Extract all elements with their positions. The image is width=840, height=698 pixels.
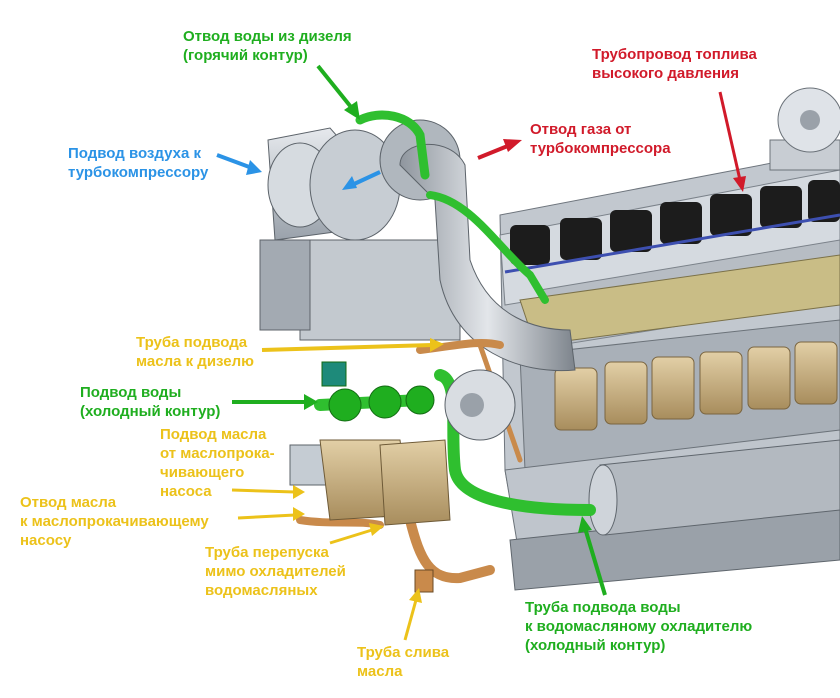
label-water-out-hot: Отвод воды из дизеля (горячий контур) (183, 28, 352, 64)
cylinder-covers (510, 180, 840, 265)
label-oil-to-pump: Отвод масла к маслопрокачивающему насосу (20, 494, 209, 549)
motor (444, 369, 516, 441)
rail (504, 213, 840, 274)
label-oil-supply-pipe: Труба подвода масла к дизелю (136, 334, 254, 370)
drain-box (414, 569, 434, 593)
fan (769, 87, 840, 171)
arrow-icon (216, 64, 746, 641)
label-oil-from-pump: Подвод масла от маслопрока- чивающего на… (160, 426, 275, 500)
label-gas-out-turbo: Отвод газа от турбокомпрессора (530, 121, 671, 157)
water-flanges (321, 361, 435, 422)
oil-coolers (554, 341, 838, 431)
cooler-shell-end (588, 464, 618, 536)
oil-pumps (289, 439, 451, 526)
label-water-in-cold: Подвод воды (холодный контур) (80, 384, 221, 420)
label-air-in-turbo: Подвод воздуха к турбокомпрессору (68, 145, 209, 181)
label-oil-drain-pipe: Труба слива масла (357, 644, 450, 680)
label-water-to-cooler: Труба подвода воды к водомасляному охлад… (525, 599, 753, 654)
label-bypass-pipe: Труба перепуска мимо охладителей водомас… (205, 544, 346, 599)
label-fuel-pipe-hp: Трубопровод топлива высокого давления (592, 46, 757, 82)
